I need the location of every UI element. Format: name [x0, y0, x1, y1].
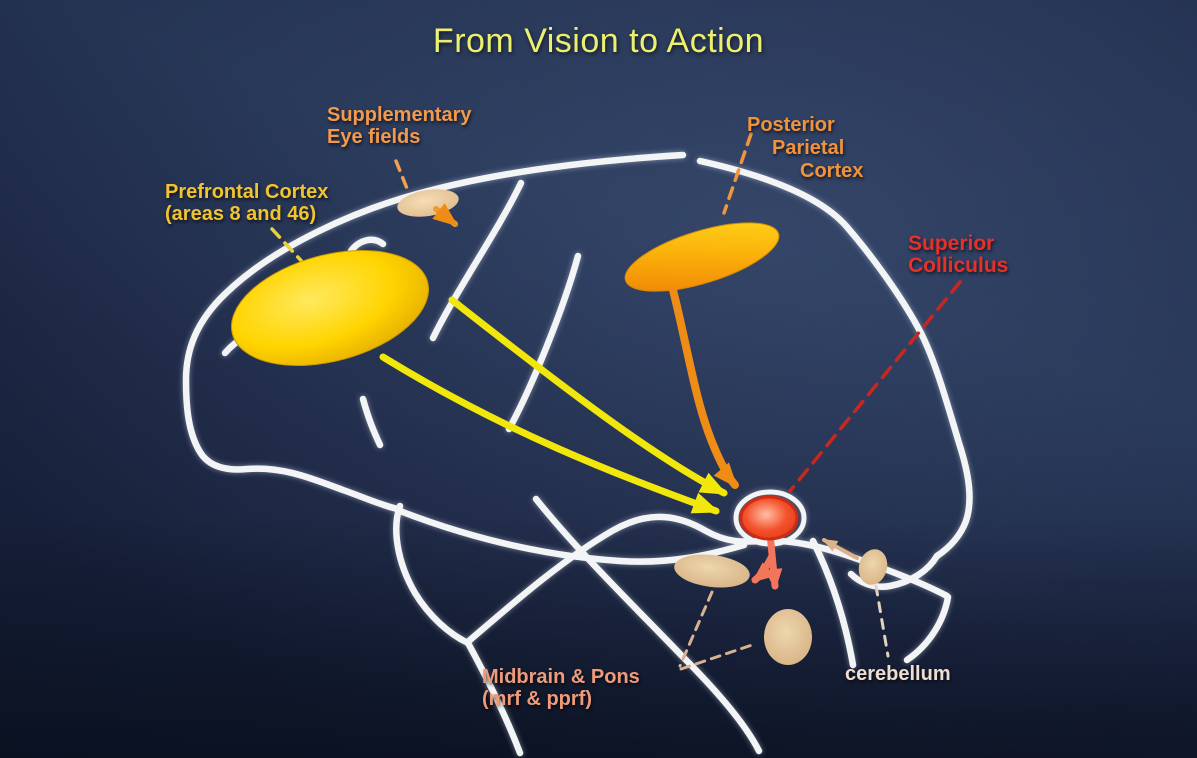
label-supplementary-eye-fields: Supplementary Eye fields — [327, 104, 471, 148]
label-ppc-line2: Parietal — [772, 137, 845, 159]
label-cerebellum: cerebellum — [845, 663, 951, 685]
brainstem-right-line — [809, 537, 857, 669]
ppc-leader-dash — [722, 132, 753, 215]
label-prefrontal-cortex: Prefrontal Cortex (areas 8 and 46) — [165, 181, 328, 225]
midbrain-leader-dash-1 — [678, 590, 714, 668]
cerebellum-to-sc-arrow — [822, 538, 859, 560]
central-sulcus — [429, 179, 525, 342]
sef-leader-dash — [394, 159, 410, 193]
outline-frontal-left — [182, 151, 687, 513]
label-sef-line2: Eye fields — [327, 126, 421, 148]
label-superior-colliculus: Superior Colliculus — [908, 233, 1008, 277]
prefrontal-leader-dash — [270, 227, 309, 269]
pathway-arrows — [379, 203, 859, 590]
prefrontal-to-sc-arrow-upper — [448, 296, 728, 497]
midbrain-leader-dash-2 — [679, 642, 757, 671]
label-midbrain-pons: Midbrain & Pons (mrf & pprf) — [482, 666, 640, 710]
label-sef-line1: Supplementary — [327, 104, 472, 126]
sef-region-ellipse — [397, 189, 459, 217]
postcentral-sulcus — [505, 252, 582, 433]
label-sc-line1: Superior — [908, 232, 995, 255]
ppc-region-ellipse — [624, 222, 780, 292]
label-ppc-line3: Cortex — [800, 160, 864, 182]
diagram-title: From Vision to Action — [432, 22, 765, 60]
pons-ellipse — [764, 609, 812, 665]
label-ppc-line1: Posterior — [747, 114, 835, 136]
outline-temporal-bottom — [464, 639, 524, 757]
label-cerebellum-line1: cerebellum — [845, 663, 951, 685]
prefrontal-to-sc-arrow-lower — [379, 353, 720, 515]
label-prefrontal-line1: Prefrontal Cortex — [165, 181, 329, 203]
leader-lines — [270, 132, 962, 671]
cerebellum-upper-arc — [847, 552, 941, 590]
sulcus-diagonal-lower — [532, 495, 763, 755]
sc-to-midbrain-arrow — [751, 552, 776, 584]
label-sc-line2: Colliculus — [908, 254, 1009, 277]
ppc-to-sc-arrow — [669, 286, 739, 489]
label-prefrontal-line2: (areas 8 and 46) — [165, 203, 317, 225]
cerebellum-leader-dash — [874, 584, 890, 658]
label-posterior-parietal-cortex: Posterior Parietal Cortex — [747, 114, 863, 183]
sef-arrow — [432, 203, 459, 227]
prefrontal-region-ellipse — [230, 250, 430, 366]
sc-leader-dash — [788, 280, 962, 493]
midbrain-ellipse — [674, 554, 750, 588]
superior-colliculus-ellipse — [739, 495, 799, 541]
squiggle-above-prefrontal — [347, 236, 387, 255]
brainstem-nuclei — [674, 549, 888, 665]
brain-outline — [182, 151, 973, 757]
cerebellum-ellipse — [858, 549, 888, 585]
label-midbrain-line1: Midbrain & Pons — [482, 666, 640, 688]
cerebellum-lower-arc — [903, 593, 952, 664]
label-midbrain-line2: (mrf & pprf) — [482, 688, 592, 710]
outline-temporal-pole — [393, 502, 472, 647]
short-sulcus-frontal — [359, 395, 384, 449]
outline-parietal-occipital-right — [696, 157, 973, 560]
